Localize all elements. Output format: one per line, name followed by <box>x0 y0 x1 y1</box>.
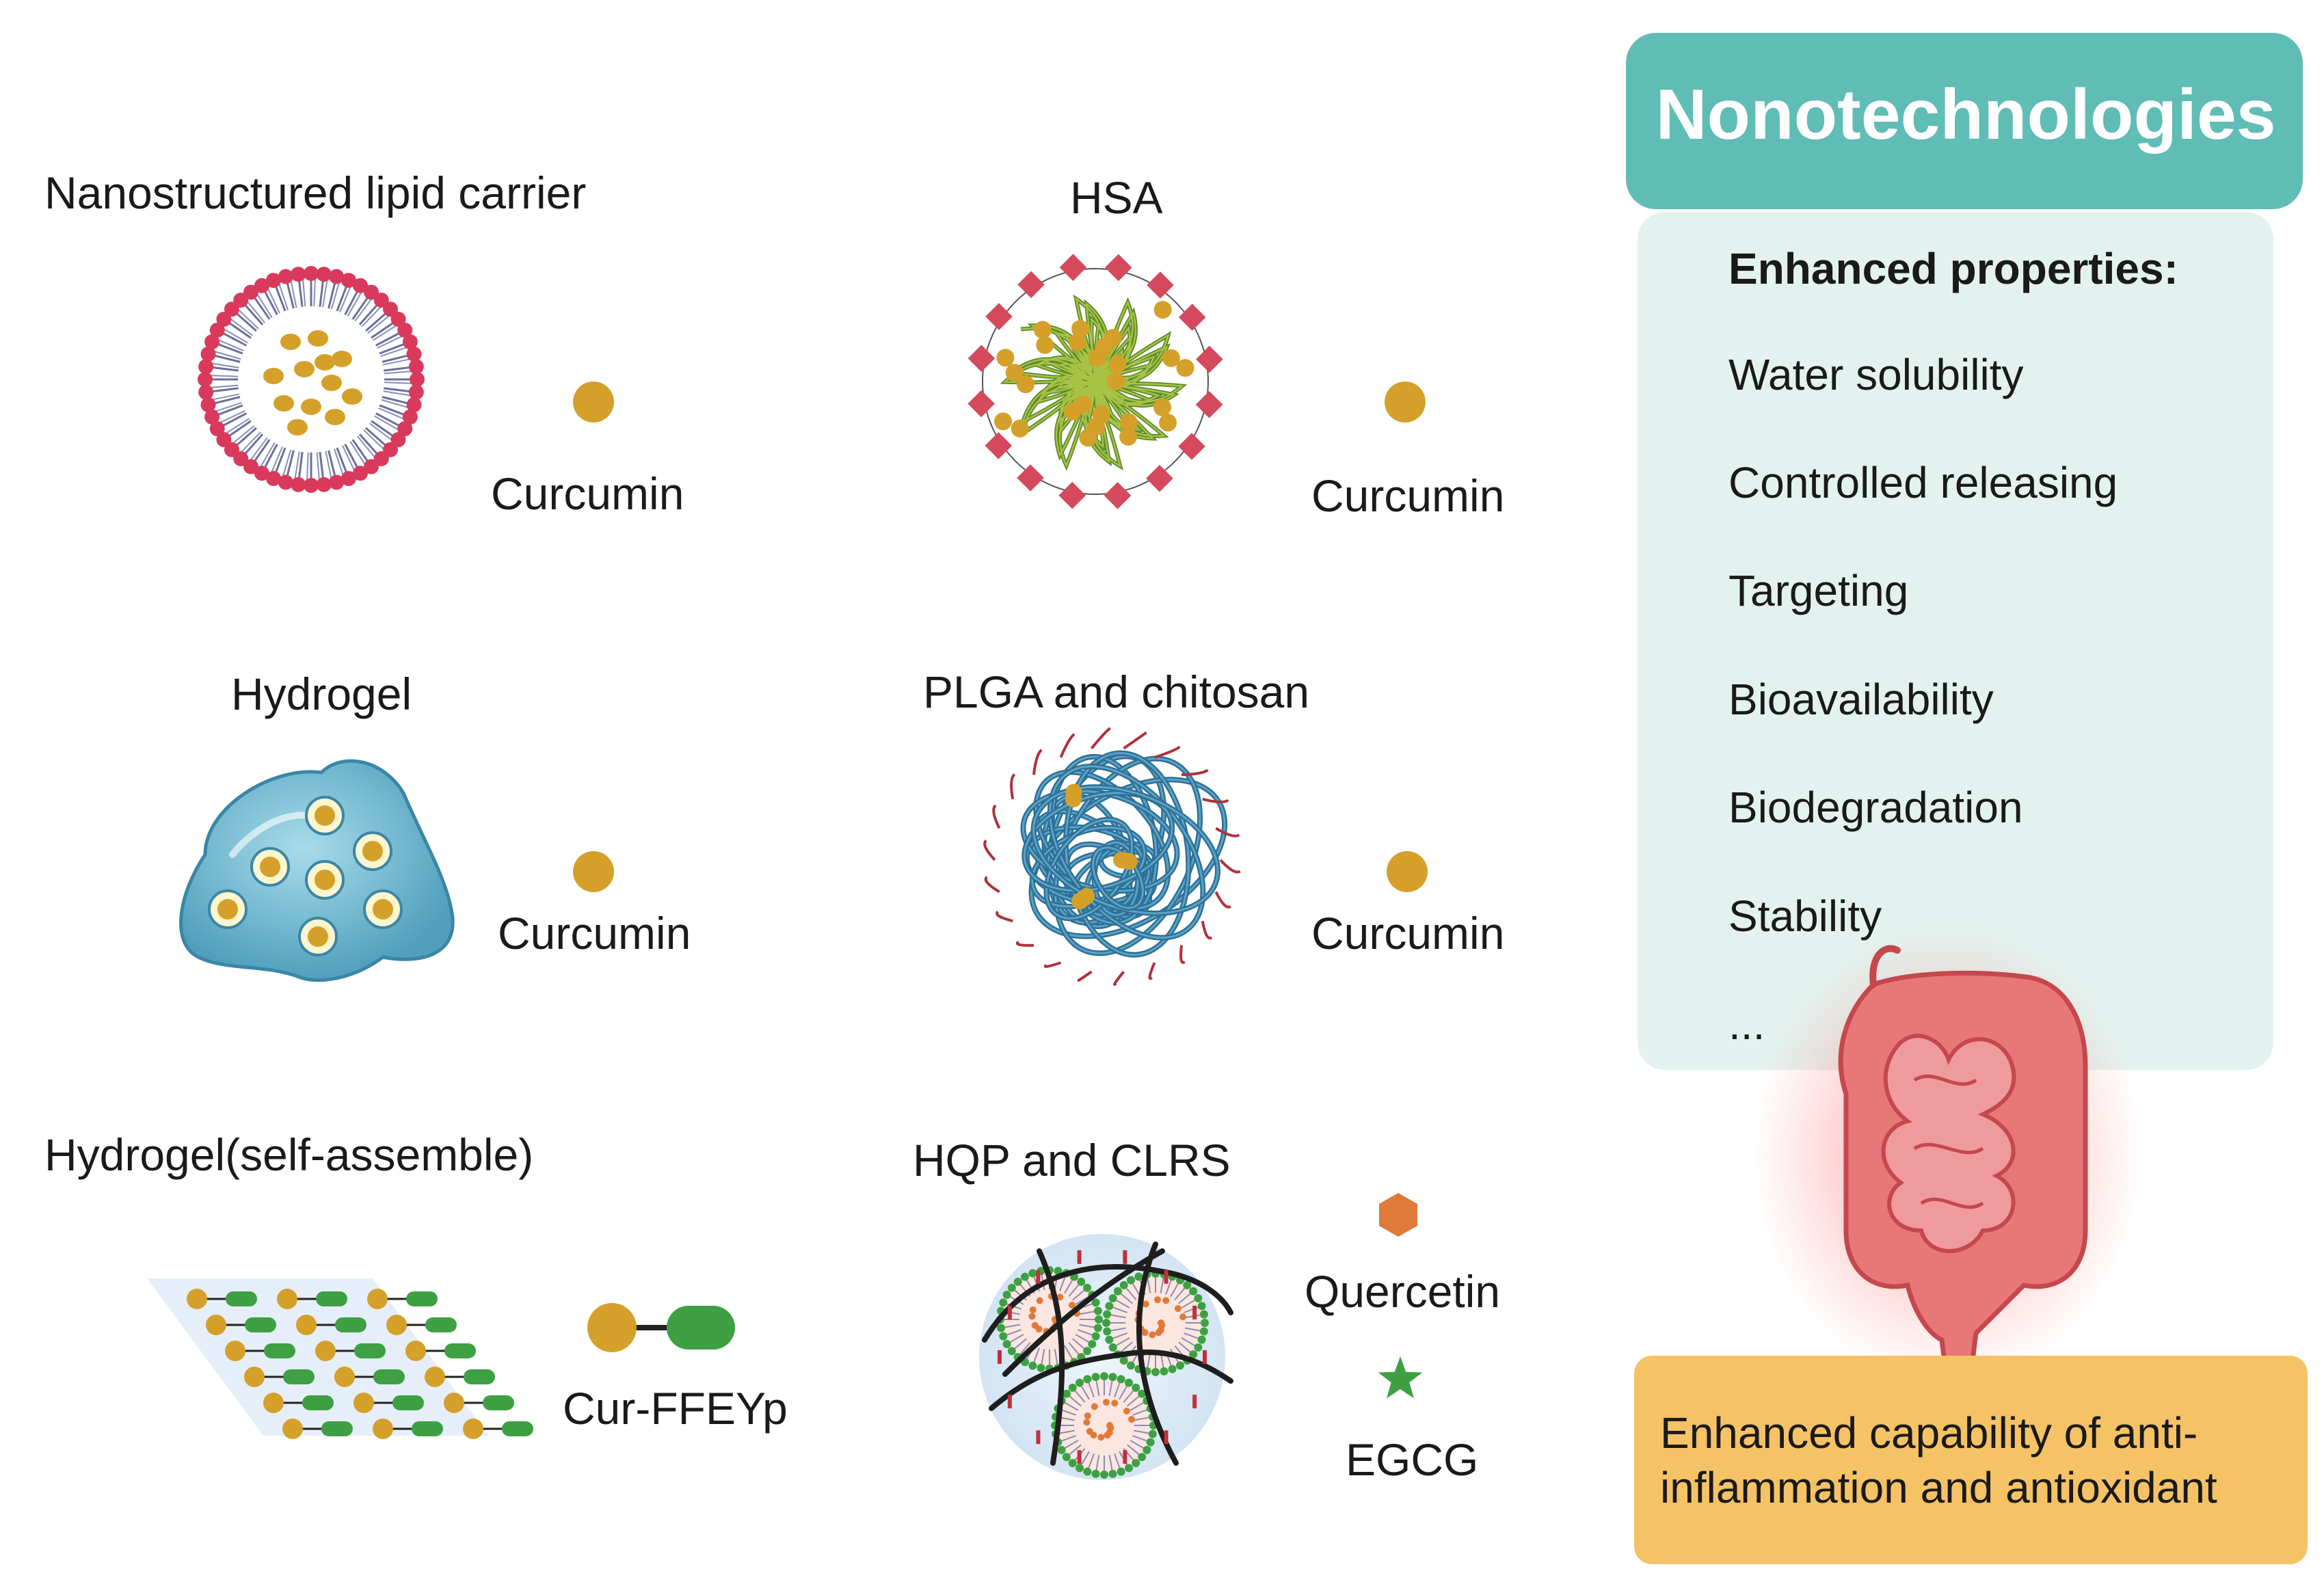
curcumin-dot-icon <box>1385 381 1426 422</box>
properties-title: Enhanced properties: <box>1728 244 2178 293</box>
hydrogel-drug-label: Curcumin <box>498 908 691 958</box>
hsa-drug-label: Curcumin <box>1311 470 1504 521</box>
header-box <box>1626 33 2303 209</box>
hqp-drug-b-label: EGCG <box>1346 1434 1478 1485</box>
nlc-title: Nanostructured lipid carrier <box>44 167 586 218</box>
property-item: Targeting <box>1728 566 1908 615</box>
plga-drug-label: Curcumin <box>1311 908 1504 958</box>
result-line-2: inflammation and antioxidant <box>1660 1463 2217 1512</box>
egcg-star-icon <box>1378 1356 1423 1399</box>
panel-nlc: Nanostructured lipid carrier Curcumin <box>44 167 684 519</box>
sidebar-header: Nonotechnologies <box>1655 75 2275 155</box>
property-item: Bioavailability <box>1728 675 1994 724</box>
plga-sphere-icon <box>983 727 1241 986</box>
hqp-drug-a-label: Quercetin <box>1305 1266 1500 1317</box>
panel-hydrogel: Hydrogel Curcumin <box>179 669 691 982</box>
sidebar: Nonotechnologies Enhanced properties: Wa… <box>1626 33 2308 1564</box>
nlc-particle-icon <box>198 266 425 493</box>
property-item: ... <box>1728 999 1765 1049</box>
panel-hsa: HSA Curcumin <box>967 172 1504 521</box>
self-assembly-sheet-icon <box>147 1278 533 1439</box>
cur-ffeyp-icon <box>587 1303 735 1352</box>
property-item: Stability <box>1728 891 1882 941</box>
selfassemble-title: Hydrogel(self-assemble) <box>44 1129 533 1180</box>
selfassemble-drug-label: Cur-FFEYp <box>563 1383 788 1434</box>
quercetin-hexagon-icon <box>1379 1193 1417 1237</box>
result-line-1: Enhanced capability of anti- <box>1660 1408 2198 1458</box>
hsa-particle-icon <box>967 254 1223 509</box>
hydrogel-blob-icon <box>179 759 455 982</box>
panel-self-assemble: Hydrogel(self-assemble) Cur-FFEYp <box>44 1129 788 1439</box>
hydrogel-title: Hydrogel <box>231 669 412 719</box>
panel-hqp: HQP and CLRS Quercetin EGCG <box>913 1135 1500 1485</box>
properties-panel <box>1638 212 2273 1070</box>
intestine-icon <box>1749 923 2146 1410</box>
property-item: Biodegradation <box>1728 783 2023 832</box>
result-box <box>1634 1356 2308 1564</box>
hqp-particle-icon <box>979 1234 1233 1480</box>
curcumin-dot-icon <box>573 851 614 892</box>
plga-title: PLGA and chitosan <box>923 667 1309 717</box>
hqp-title: HQP and CLRS <box>913 1135 1231 1185</box>
property-item: Water solubility <box>1728 350 2024 399</box>
property-item: Controlled releasing <box>1728 458 2118 507</box>
panel-plga: PLGA and chitosan Curcumin <box>923 667 1504 986</box>
hsa-title: HSA <box>1070 172 1163 223</box>
nlc-drug-label: Curcumin <box>491 468 684 519</box>
curcumin-dot-icon <box>1387 851 1428 892</box>
curcumin-dot-icon <box>573 381 614 422</box>
